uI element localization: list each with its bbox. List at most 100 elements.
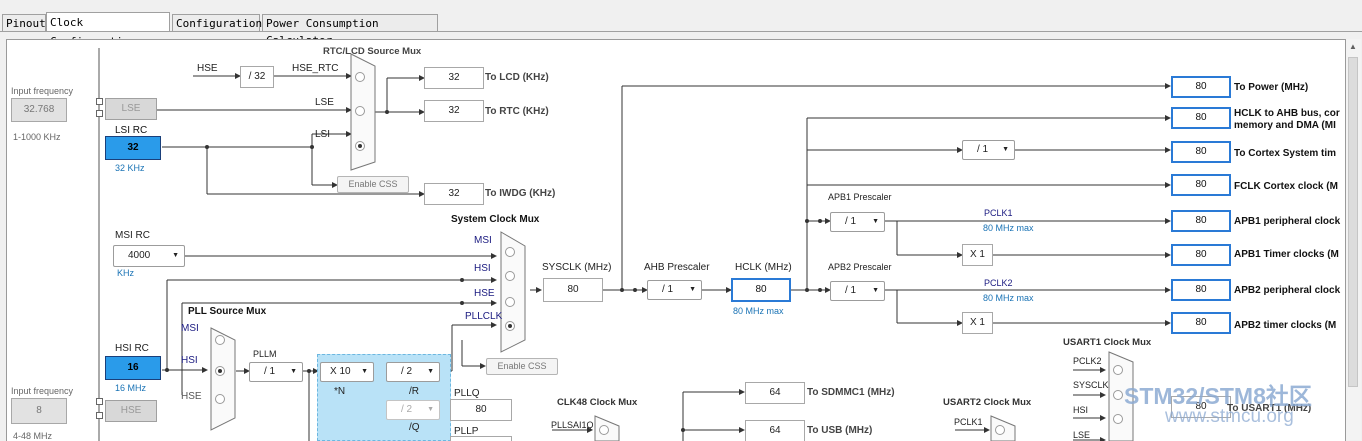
pllp-value[interactable] — [450, 436, 512, 441]
rtc-output-value[interactable]: 32 — [424, 100, 484, 122]
pllm-label: PLLM — [253, 349, 277, 359]
apb1-prescaler-select[interactable]: / 1▼ — [830, 212, 885, 232]
chevron-down-icon: ▼ — [427, 368, 434, 375]
rtc-enable-css-button[interactable]: Enable CSS — [337, 176, 409, 193]
msi-rc-select[interactable]: 4000▼ — [113, 245, 185, 267]
rtc-mux-lsi-radio[interactable] — [355, 141, 365, 151]
ahb-prescaler-selected-value: / 1 — [662, 284, 674, 295]
usart1-mux-pclk2-radio[interactable] — [1113, 365, 1123, 375]
cortex-timer-output-value[interactable]: 80 — [1171, 141, 1231, 163]
usart1-lse-label: LSE — [1073, 430, 1091, 440]
hse-rtc-divider[interactable]: / 32 — [240, 66, 274, 88]
iwdg-output-value[interactable]: 32 — [424, 183, 484, 205]
pllq-selected-value: / 2 — [401, 404, 413, 415]
usart1-mux-hsi-radio[interactable] — [1113, 414, 1123, 424]
apb2-timer-output-value[interactable]: 80 — [1171, 312, 1231, 334]
tab-clock-configuration[interactable]: Clock Configuration — [46, 12, 170, 48]
pllr-label: /R — [409, 386, 419, 397]
rtc-mux-lse-radio[interactable] — [355, 106, 365, 116]
sysclk-mux-hse-radio[interactable] — [505, 297, 515, 307]
apb1-prescaler-label: APB1 Prescaler — [828, 192, 892, 202]
lse-oscillator[interactable]: LSE — [105, 98, 157, 120]
apb2-prescaler-select[interactable]: / 1▼ — [830, 281, 885, 301]
usart1-output-value[interactable]: 80 — [1171, 396, 1231, 418]
sysclk-mux-hsi-radio[interactable] — [505, 271, 515, 281]
hse-oscillator[interactable]: HSE — [105, 400, 157, 422]
lsi-rc-value[interactable]: 32 — [105, 136, 161, 160]
hsi-rc-value[interactable]: 16 — [105, 356, 161, 380]
watermark-url: www.stmcu.org — [1165, 406, 1294, 427]
usart2-clock-mux-title: USART2 Clock Mux — [943, 397, 1032, 408]
pll-mux-msi-radio[interactable] — [215, 335, 225, 345]
chevron-down-icon: ▼ — [872, 287, 879, 294]
apb1-timer-output-value[interactable]: 80 — [1171, 244, 1231, 266]
sysclk-mux-msi-radio[interactable] — [505, 247, 515, 257]
rtc-mux-hse-radio[interactable] — [355, 72, 365, 82]
power-output-value[interactable]: 80 — [1171, 76, 1231, 98]
usart1-output-label: To USART1 (MHz) — [1227, 403, 1312, 414]
pllq-value[interactable]: 80 — [450, 399, 512, 421]
lsi-unit: 32 KHz — [115, 163, 145, 173]
hclk-ahb-output-label-2: memory and DMA (MI — [1234, 120, 1336, 131]
pll-mux-hsi-radio[interactable] — [215, 366, 225, 376]
apb1-peripheral-output-value[interactable]: 80 — [1171, 210, 1231, 232]
hclk-ahb-output-value[interactable]: 80 — [1171, 107, 1231, 129]
tab-divider — [0, 31, 1362, 32]
msi-unit: KHz — [117, 268, 135, 278]
apb2-timer-multiplier[interactable]: X 1 — [962, 312, 993, 334]
rtc-hse-label: HSE — [197, 63, 218, 74]
fclk-output-value[interactable]: 80 — [1171, 174, 1231, 196]
chevron-down-icon: ▼ — [361, 368, 368, 375]
hclk-value[interactable]: 80 — [731, 278, 791, 302]
usart2-pclk1-label: PCLK1 — [954, 417, 983, 427]
sysclk-enable-css-button[interactable]: Enable CSS — [486, 358, 558, 375]
hse-pin-in — [96, 398, 103, 405]
lcd-output-value[interactable]: 32 — [424, 67, 484, 89]
usb-output-label: To USB (MHz) — [807, 425, 873, 436]
usb-output-value[interactable]: 64 — [745, 420, 805, 441]
cortex-timer-divider-select[interactable]: / 1▼ — [962, 140, 1015, 160]
chevron-down-icon: ▼ — [872, 218, 879, 225]
watermark-title: STM32/STM8社区 — [1124, 383, 1312, 409]
tab-pinout[interactable]: Pinout — [2, 14, 46, 31]
pllq-select[interactable]: / 2 ▼ — [386, 400, 440, 420]
vertical-scrollbar[interactable]: ▲ — [1345, 39, 1361, 440]
chevron-down-icon: ▼ — [427, 406, 434, 413]
usart1-pclk2-label: PCLK2 — [1073, 356, 1102, 366]
rtc-output-label: To RTC (KHz) — [485, 106, 549, 117]
scroll-up-arrow-icon[interactable]: ▲ — [1349, 42, 1357, 51]
plln-selected-value: X 10 — [330, 366, 351, 377]
sysclk-value[interactable]: 80 — [543, 278, 603, 302]
pll-mux-hsi-label: HSI — [181, 355, 198, 366]
hse-input-frequency-field[interactable]: 8 — [11, 398, 67, 424]
sysmux-msi-label: MSI — [474, 235, 492, 246]
apb2-peripheral-output-label: APB2 peripheral clock — [1234, 285, 1341, 296]
sdmmc-output-value[interactable]: 64 — [745, 382, 805, 404]
apb2-peripheral-output-value[interactable]: 80 — [1171, 279, 1231, 301]
lse-pin-in — [96, 98, 103, 105]
plln-select[interactable]: X 10 ▼ — [320, 362, 374, 382]
tab-power-consumption-calculator[interactable]: Power Consumption Calculator — [262, 14, 438, 47]
pllsai1q-label: PLLSAI1Q — [551, 420, 594, 430]
apb1-timer-multiplier[interactable]: X 1 — [962, 244, 993, 266]
usart1-mux-sysclk-radio[interactable] — [1113, 390, 1123, 400]
pll-mux-hse-radio[interactable] — [215, 394, 225, 404]
tab-configuration[interactable]: Configuration — [172, 14, 262, 31]
msi-rc-selected-value: 4000 — [128, 250, 151, 261]
pclk2-label: PCLK2 — [984, 278, 1013, 288]
pll-mux-hse-label: HSE — [181, 391, 202, 402]
pllr-select[interactable]: / 2▼ — [386, 362, 440, 382]
tab-bar: Pinout Clock Configuration Configuration… — [0, 0, 1362, 48]
hclk-max: 80 MHz max — [733, 306, 784, 316]
sysclk-mux-pllclk-radio[interactable] — [505, 321, 515, 331]
clk48-mux-radio[interactable] — [599, 425, 609, 435]
scrollbar-thumb[interactable] — [1348, 57, 1358, 387]
ahb-prescaler-select[interactable]: / 1▼ — [647, 280, 702, 300]
rtc-lcd-source-mux-title: RTC/LCD Source Mux — [323, 46, 422, 57]
ahb-prescaler-label: AHB Prescaler — [644, 262, 710, 273]
usart2-mux-pclk1-radio[interactable] — [995, 425, 1005, 435]
pllq-label: PLLQ — [454, 388, 480, 399]
pll-source-mux-shape — [210, 327, 236, 431]
lse-input-frequency-field[interactable]: 32.768 — [11, 98, 67, 122]
pllm-select[interactable]: / 1▼ — [249, 362, 303, 382]
